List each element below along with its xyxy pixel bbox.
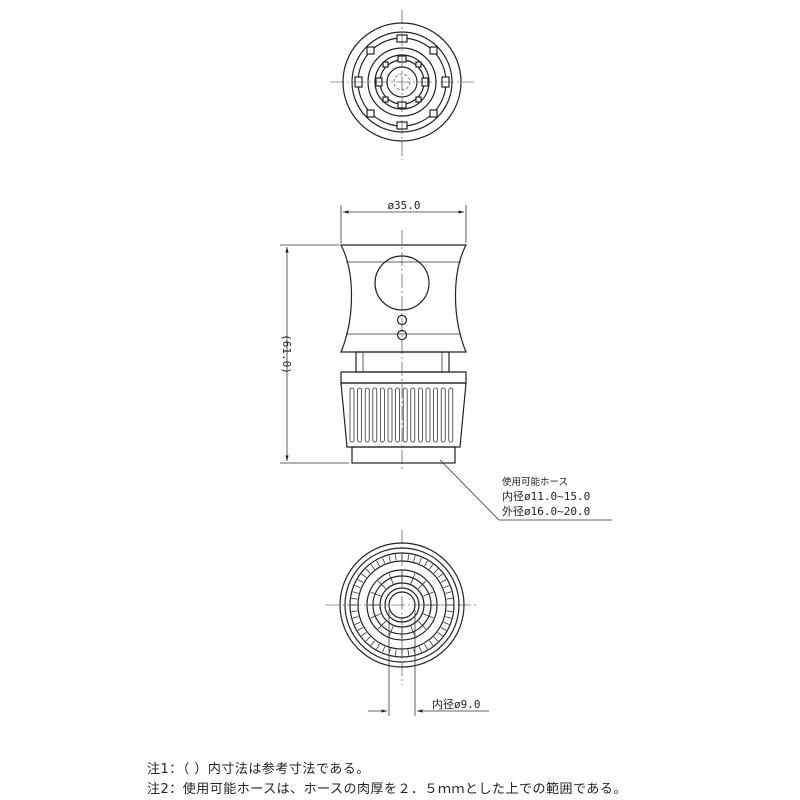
serration-line	[413, 555, 416, 562]
serration-line	[354, 621, 361, 625]
serration-line	[446, 597, 453, 600]
serration-line	[440, 627, 447, 631]
nut-rib	[433, 387, 439, 443]
serration-line	[352, 591, 359, 594]
top-view	[330, 10, 474, 160]
serration-line	[407, 649, 410, 656]
slot-line	[377, 621, 386, 630]
inner-diameter-label: 内径ø9.0	[432, 697, 481, 711]
serration-line	[424, 560, 428, 567]
nut-ribs	[349, 387, 454, 443]
slot-line	[423, 591, 434, 597]
bottom-view	[325, 530, 479, 685]
nut-rib	[349, 387, 355, 443]
serration-line	[418, 557, 422, 564]
slot-line	[410, 573, 416, 584]
serration-line	[382, 646, 386, 653]
nut-rib	[425, 387, 431, 443]
serration-line	[424, 643, 428, 650]
nut-rib	[410, 387, 416, 443]
serration-line	[361, 632, 367, 637]
serration-line	[440, 579, 447, 583]
serration-line	[365, 636, 371, 642]
nut-rib	[440, 387, 446, 443]
slot-line	[418, 621, 427, 630]
slot-line	[423, 613, 434, 619]
nut-rib	[372, 387, 378, 443]
nut-rib	[395, 387, 401, 443]
serration-line	[388, 555, 391, 562]
height-dimension: (61.0)	[280, 244, 349, 464]
serration-line	[370, 564, 375, 570]
slot-line	[388, 573, 394, 584]
serration-line	[437, 573, 443, 578]
height-label: (61.0)	[280, 334, 293, 374]
serration-line	[361, 573, 367, 578]
hose-spec-inner: 内径ø11.0~15.0	[502, 489, 590, 503]
serration-line	[407, 554, 410, 561]
serration-line	[429, 640, 434, 646]
serration-line	[443, 585, 450, 589]
slot-line	[410, 626, 416, 637]
note-2: 注2：使用可能ホースは、ホースの肉厚を２．５ｍｍとした上での範囲である。	[147, 782, 627, 797]
serration-line	[365, 568, 371, 574]
diameter-dimension: ø35.0	[340, 199, 467, 243]
serration-line	[445, 591, 452, 594]
serration-line	[443, 621, 450, 625]
nut-rib	[357, 387, 363, 443]
serration-line	[418, 646, 422, 653]
slot-line	[388, 626, 394, 637]
serration-line	[357, 627, 364, 631]
serration-line	[354, 585, 361, 589]
slot-line	[370, 613, 381, 619]
slot-line	[418, 580, 427, 589]
serration-line	[370, 640, 375, 646]
serration-line	[382, 557, 386, 564]
nut-rib	[364, 387, 370, 443]
slot-line	[377, 580, 386, 589]
serration-line	[352, 616, 359, 619]
serration-line	[394, 554, 397, 561]
serration-line	[437, 632, 443, 637]
nut-rib	[402, 387, 408, 443]
serration-line	[351, 597, 358, 600]
slot-line	[370, 591, 381, 597]
nut-rib	[417, 387, 423, 443]
serration-line	[351, 610, 358, 613]
serration-line	[433, 568, 439, 574]
note-1: 注1：（ ）内寸法は参考寸法である。	[147, 762, 370, 777]
nut-rib	[448, 387, 454, 443]
serration-line	[357, 579, 364, 583]
serration-line	[446, 610, 453, 613]
hose-leader: 使用可能ホース 内径ø11.0~15.0 外径ø16.0~20.0	[439, 459, 612, 521]
hose-spec-outer: 外径ø16.0~20.0	[502, 505, 590, 518]
serration-line	[376, 643, 380, 650]
diameter-label: ø35.0	[387, 199, 420, 212]
serration-line	[429, 564, 434, 570]
nut-rib	[379, 387, 385, 443]
nut-rib	[387, 387, 393, 443]
hose-spec-title: 使用可能ホース	[502, 476, 568, 488]
serration-line	[445, 616, 452, 619]
serration-line	[376, 560, 380, 567]
front-view	[340, 230, 467, 470]
serration-line	[433, 636, 439, 642]
inner-diameter-dimension: 内径ø9.0	[368, 610, 489, 716]
serration-line	[394, 649, 397, 656]
